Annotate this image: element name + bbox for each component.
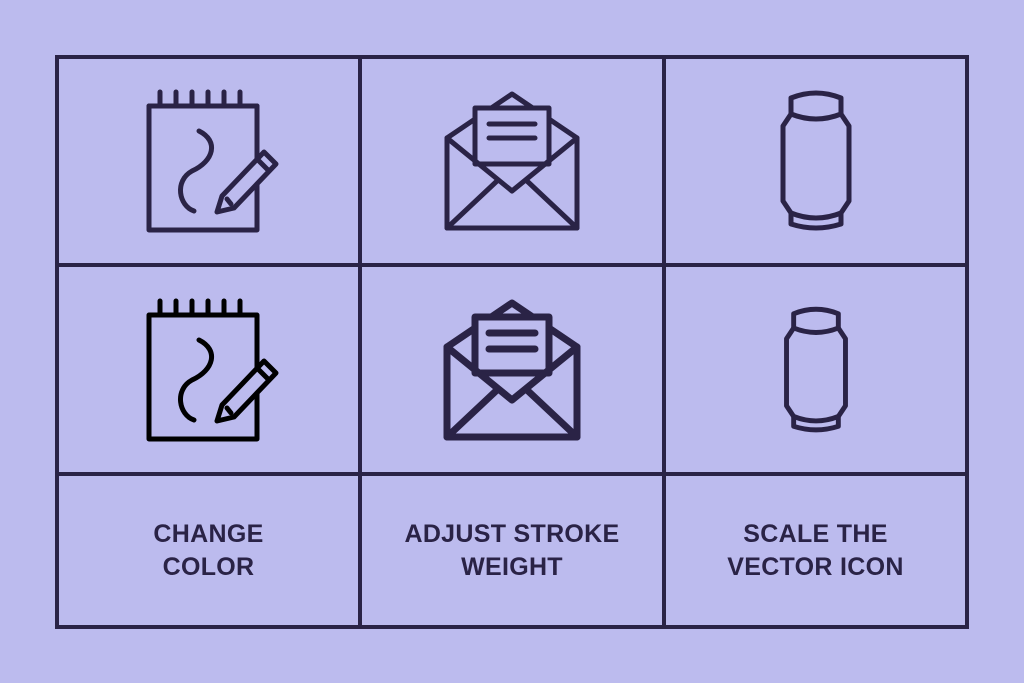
cell-notepad-colored (59, 59, 358, 263)
soda-can-icon (780, 90, 851, 231)
caption-adjust-stroke: ADJUST STROKE WEIGHT (362, 476, 662, 625)
cell-envelope-colored (362, 59, 662, 263)
notepad-pencil-icon (146, 298, 278, 441)
caption-line: COLOR (162, 552, 255, 581)
open-envelope-icon (444, 91, 580, 231)
caption-line: WEIGHT (461, 552, 563, 581)
soda-can-icon (783, 306, 848, 432)
caption-line: ADJUST STROKE (404, 519, 620, 548)
caption-line: CHANGE (153, 519, 264, 548)
open-envelope-icon (443, 299, 581, 440)
notepad-pencil-icon (146, 89, 278, 233)
cell-can-colored (666, 59, 965, 263)
feature-grid: CHANGE COLOR ADJUST STROKE WEIGHT SCALE … (55, 55, 969, 629)
cell-can-scaled (666, 267, 965, 472)
caption-line: VECTOR ICON (727, 552, 904, 581)
caption-line: SCALE THE (743, 519, 888, 548)
grid-lines (55, 55, 969, 629)
caption-change-color: CHANGE COLOR (59, 476, 358, 625)
cell-envelope-bold (362, 267, 662, 472)
caption-scale-icon: SCALE THE VECTOR ICON (666, 476, 965, 625)
cell-notepad-black (59, 267, 358, 472)
